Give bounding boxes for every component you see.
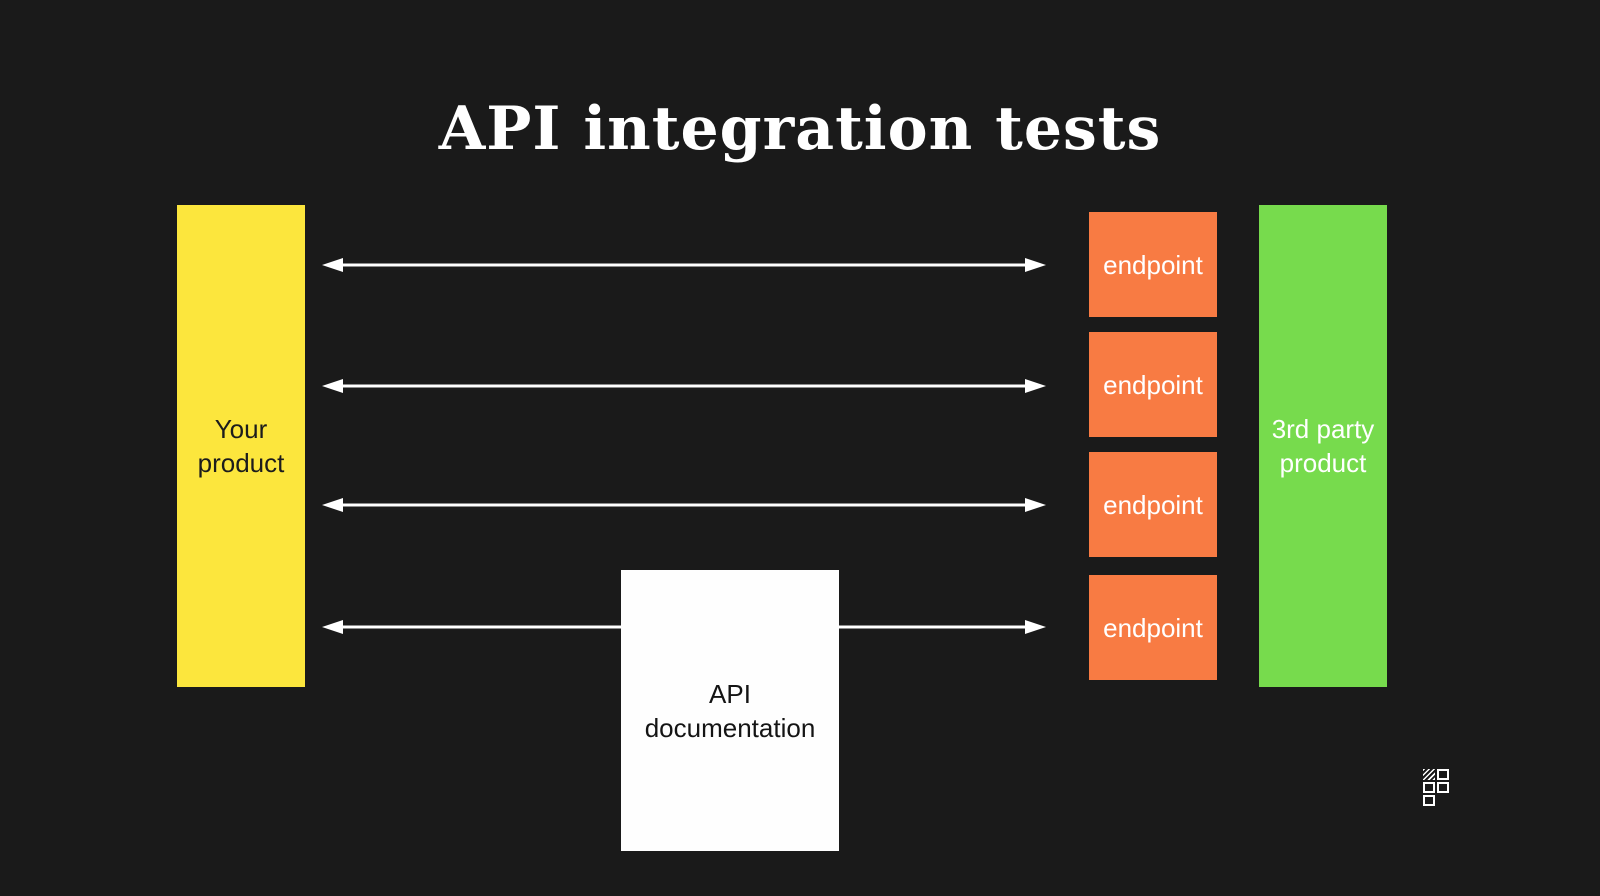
node-endpoint-4: endpoint xyxy=(1089,575,1217,680)
bidirectional-arrow-1 xyxy=(322,258,1046,272)
logo-square-icon xyxy=(1437,769,1449,780)
endpoint-4-label: endpoint xyxy=(1103,612,1203,643)
endpoint-1-label: endpoint xyxy=(1103,249,1203,280)
pixel-grid-logo xyxy=(1423,769,1449,806)
logo-square-hatched-icon xyxy=(1423,769,1435,780)
endpoint-2-label: endpoint xyxy=(1103,369,1203,400)
logo-square-icon xyxy=(1437,782,1449,793)
third-party-label-line2: product xyxy=(1279,448,1367,478)
api-documentation-label-line1: API xyxy=(709,678,751,709)
your-product-label-line1: Your xyxy=(214,414,268,444)
node-your-product: Your product xyxy=(177,205,305,687)
node-endpoint-3: endpoint xyxy=(1089,452,1217,557)
bidirectional-arrow-3 xyxy=(322,498,1046,512)
logo-square-icon xyxy=(1423,782,1435,793)
your-product-label-line2: product xyxy=(197,448,285,478)
node-third-party-product: 3rd party product xyxy=(1259,205,1387,687)
page-title: API integration tests xyxy=(438,94,1162,164)
node-api-documentation: API documentation xyxy=(621,570,839,851)
endpoint-3-label: endpoint xyxy=(1103,489,1203,520)
bidirectional-arrow-2 xyxy=(322,379,1046,393)
node-endpoint-2: endpoint xyxy=(1089,332,1217,437)
node-endpoint-1: endpoint xyxy=(1089,212,1217,317)
logo-square-icon xyxy=(1423,795,1435,806)
api-documentation-label-line2: documentation xyxy=(644,712,816,743)
third-party-label-line1: 3rd party xyxy=(1271,414,1375,444)
